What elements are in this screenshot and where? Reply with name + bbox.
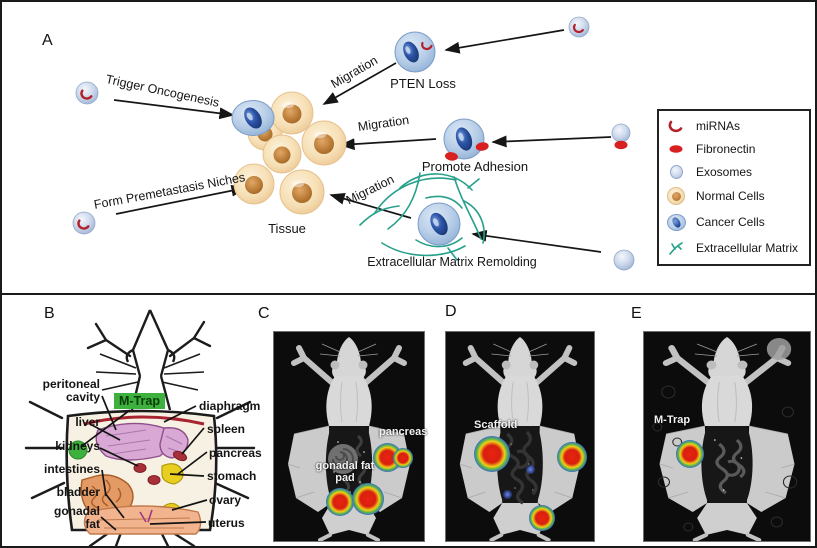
pten-loss-cell [394,31,436,73]
legend-row-fibronectin: Fibronectin [665,142,803,156]
label-uterus: uterus [208,516,245,530]
label-stomach: stomach [207,469,257,483]
label-pancreas: pancreas [209,446,262,460]
label-spleen: spleen [207,422,246,436]
cancer-cell-icon [665,213,687,231]
panel-divider [2,293,815,295]
panel-d-faint-signal-1 [526,465,535,474]
panel-e-letter: E [631,305,642,322]
panel-c-letter: C [258,305,270,322]
panel-c-hotspot-pancreas-2 [393,448,413,468]
label-liver: liver [75,415,100,429]
panel-d-hotspot-left [474,436,510,472]
panel-e-hotspot-mtrap [676,440,704,468]
panel-c-pancreas-label: pancreas [379,426,428,438]
panel-b-anatomy-sketch [24,309,256,546]
legend-label: Cancer Cells [696,215,765,230]
normal-cell-icon [665,187,687,206]
promote-adhesion-label: Promote Adhesion [421,159,529,174]
mirna-icon [665,119,687,133]
panel-c-hotspot-gonadal-1 [326,488,354,516]
label-gonadal-fat: gonadal fat [53,504,100,531]
panel-c-gonadal-label: gonadal fat pad [315,460,375,484]
extracellular-matrix-fibers-front [415,195,463,248]
panel-e-mtrap-label: M-Trap [654,414,691,426]
panel-b-letter: B [44,305,55,322]
extracellular-matrix-fibers [359,172,485,261]
panel-a-letter: A [42,32,53,49]
promote-adhesion-cell [443,118,489,161]
label-intestines: intestines [43,462,100,476]
label-diaphragm: diaphragm [199,399,261,413]
legend-row-normal-cells: Normal Cells [665,187,803,206]
panel-d-hotspot-right [557,442,587,472]
panel-a-diagram [72,16,635,271]
legend-label: Extracellular Matrix [696,240,799,255]
panel-d-letter: D [445,303,457,320]
ecm-remolding-label: Extracellular Matrix Remolding [367,255,537,269]
panel-c-hotspot-gonadal-2 [352,483,384,515]
legend-row-exosomes: Exosomes [665,164,803,179]
legend-label: Exosomes [696,164,753,179]
panel-e-photo [643,331,811,542]
cancer-cell-in-tissue [231,100,275,136]
panel-d-hotspot-bottom [529,505,555,531]
panel-d-photo [445,331,595,542]
fibronectin-dot [444,152,458,161]
mtrap-tag: M-Trap [114,393,165,409]
label-peritoneal-cavity: peritoneal cavity [42,377,100,404]
pten-loss-label: PTEN Loss [390,76,456,91]
panel-d-faint-signal-2 [503,490,512,499]
ecm-remolding-cell [417,202,461,246]
label-bladder: bladder [56,485,100,499]
tissue-label: Tissue [268,221,306,236]
fibronectin-dot [475,142,489,151]
tissue-cluster [231,91,347,215]
legend-label: Fibronectin [696,141,756,156]
label-ovary: ovary [209,493,242,507]
ecm-icon [665,240,687,256]
panel-d-scaffold-label: Scaffold [474,419,518,431]
legend-label: miRNAs [696,119,740,134]
label-kidneys: kidneys [55,439,100,453]
exosomes [72,16,635,271]
legend-label: Normal Cells [696,189,765,204]
legend-row-cancer-cells: Cancer Cells [665,213,803,231]
panel-b-leader-lines [81,395,208,531]
exosome-icon [665,164,687,179]
panel-a-arrows [113,29,612,253]
fibronectin-icon [665,143,687,155]
legend-box: miRNAs Fibronectin Exosomes Normal Cells… [657,109,811,266]
legend-row-ecm: Extracellular Matrix [665,240,803,256]
legend-row-mirnas: miRNAs [665,119,803,133]
